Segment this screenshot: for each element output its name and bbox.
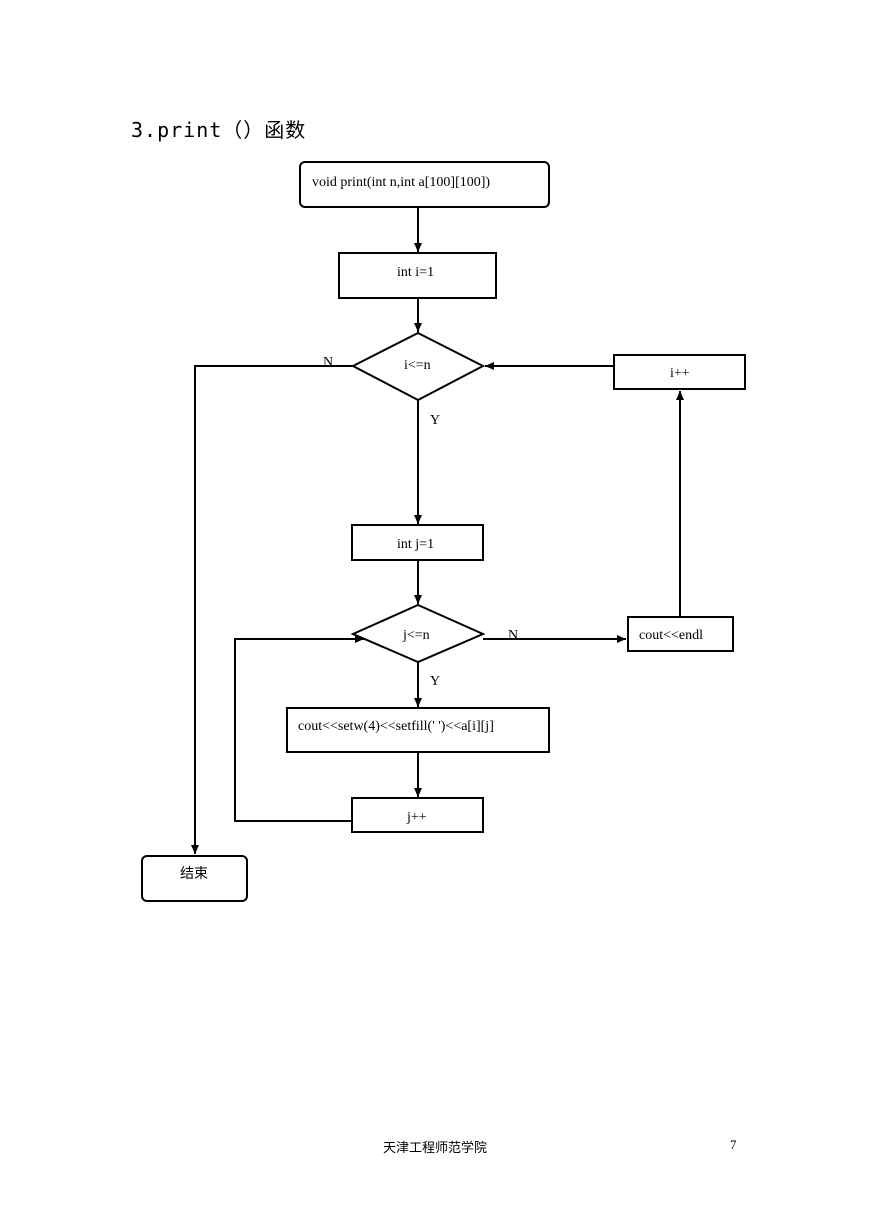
edge-cond-i-no bbox=[191, 365, 353, 854]
cond-i-no-label: N bbox=[323, 355, 333, 370]
body-node: cout<<setw(4)<<setfill(' ')<<a[i][j] bbox=[286, 707, 550, 753]
init-j-label: int j=1 bbox=[397, 537, 434, 552]
page-number: 7 bbox=[730, 1137, 737, 1152]
endl-label: cout<<endl bbox=[639, 628, 703, 643]
init-i-node: int i=1 bbox=[338, 252, 497, 299]
start-node-label: void print(int n,int a[100][100]) bbox=[312, 175, 490, 190]
end-label: 结束 bbox=[180, 866, 208, 882]
inc-j-node: j++ bbox=[351, 797, 484, 833]
cond-j-node: j<=n bbox=[350, 603, 486, 664]
start-node: void print(int n,int a[100][100]) bbox=[299, 161, 550, 208]
body-label: cout<<setw(4)<<setfill(' ')<<a[i][j] bbox=[298, 719, 494, 734]
cond-i-yes-label: Y bbox=[430, 413, 440, 428]
section-heading: 3.print（）函数 bbox=[131, 118, 307, 142]
init-j-node: int j=1 bbox=[351, 524, 484, 561]
cond-j-label: j<=n bbox=[402, 628, 430, 643]
cond-i-node: i<=n bbox=[350, 331, 486, 402]
endl-node: cout<<endl bbox=[627, 616, 734, 652]
end-node: 结束 bbox=[141, 855, 248, 902]
inc-i-label: i++ bbox=[670, 366, 690, 381]
edge-inc-j-loop bbox=[234, 635, 364, 822]
cond-j-no-label: N bbox=[508, 628, 518, 643]
footer-institution: 天津工程师范学院 bbox=[383, 1141, 488, 1156]
init-i-label: int i=1 bbox=[397, 265, 434, 280]
inc-j-label: j++ bbox=[406, 810, 427, 825]
inc-i-node: i++ bbox=[613, 354, 746, 390]
cond-i-label: i<=n bbox=[404, 358, 431, 373]
cond-j-yes-label: Y bbox=[430, 674, 440, 689]
